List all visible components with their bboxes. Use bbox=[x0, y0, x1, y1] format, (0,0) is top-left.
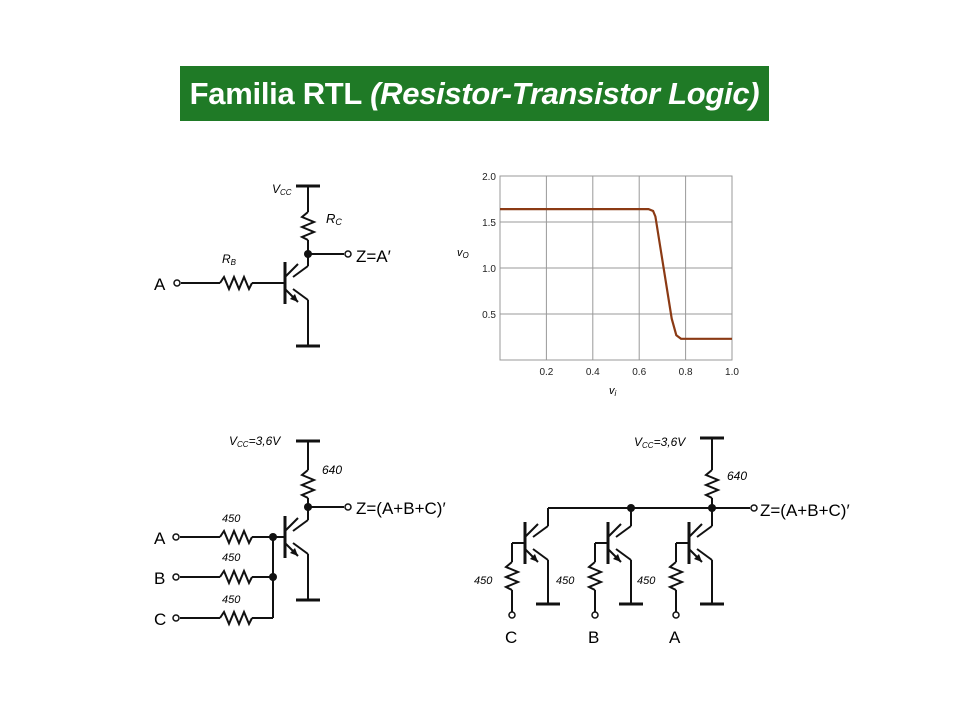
junction-dot bbox=[269, 573, 277, 581]
vcc-label: VCC=3,6V bbox=[229, 434, 281, 449]
input-label-a: A bbox=[154, 275, 166, 294]
rb-value-a: 450 bbox=[222, 513, 241, 525]
transfer-chart: 0.2 0.4 0.6 0.8 1.0 0.5 1.0 1.5 2.0 vO vi bbox=[457, 172, 739, 398]
transistor-a bbox=[687, 520, 704, 566]
input-label-c: C bbox=[154, 610, 166, 629]
y-tick-label: 1.5 bbox=[482, 218, 496, 229]
vcc-label: VCC bbox=[272, 182, 292, 197]
wire bbox=[532, 525, 549, 538]
wire bbox=[292, 265, 309, 278]
output-label: Z=A′ bbox=[356, 247, 391, 266]
x-tick-label: 0.2 bbox=[539, 367, 553, 378]
rc-value: 640 bbox=[727, 469, 747, 483]
base-resistor bbox=[219, 274, 253, 292]
vcc-label: VCC=3,6V bbox=[634, 435, 686, 450]
wire bbox=[696, 525, 713, 538]
junction-dot bbox=[708, 504, 716, 512]
rb-value-c: 450 bbox=[474, 575, 493, 587]
input-label-a: A bbox=[669, 628, 681, 647]
base-resistor-a bbox=[667, 561, 685, 591]
input-terminal bbox=[672, 611, 680, 619]
input-label-a: A bbox=[154, 529, 166, 548]
collector-resistor bbox=[299, 211, 317, 241]
transistor-c bbox=[523, 520, 540, 566]
transistor-nor-parallel bbox=[283, 514, 300, 560]
output-label: Z=(A+B+C)′ bbox=[356, 499, 446, 518]
wire bbox=[696, 548, 713, 561]
rb-value-b: 450 bbox=[222, 552, 241, 564]
collector-resistor bbox=[299, 469, 317, 499]
chart-grid bbox=[499, 175, 733, 361]
input-label-b: B bbox=[154, 569, 165, 588]
input-terminal bbox=[173, 279, 181, 287]
input-terminal bbox=[172, 533, 180, 541]
inverter-circuit bbox=[181, 184, 344, 348]
rb-value-c: 450 bbox=[222, 594, 241, 606]
x-tick-label: 0.6 bbox=[632, 367, 646, 378]
wire bbox=[292, 542, 309, 555]
y-tick-label: 0.5 bbox=[482, 310, 496, 321]
junction-dot bbox=[304, 503, 312, 511]
input-terminal bbox=[172, 614, 180, 622]
junction-dot bbox=[627, 504, 635, 512]
title-banner: Familia RTL (Resistor-Transistor Logic) bbox=[180, 66, 769, 121]
x-tick-label: 0.4 bbox=[586, 367, 600, 378]
output-terminal bbox=[344, 250, 352, 258]
title-subtitle: (Resistor-Transistor Logic) bbox=[370, 75, 760, 111]
wire bbox=[292, 288, 309, 301]
output-terminal bbox=[344, 503, 352, 511]
y-tick-label: 2.0 bbox=[482, 172, 496, 183]
wire bbox=[532, 548, 549, 561]
chart-ticks: 0.2 0.4 0.6 0.8 1.0 0.5 1.0 1.5 2.0 bbox=[482, 172, 739, 378]
output-label: Z=(A+B+C)′ bbox=[760, 501, 850, 520]
wire bbox=[292, 519, 309, 532]
base-resistor-c bbox=[219, 609, 253, 627]
nor-transistor-circuit bbox=[503, 436, 750, 612]
x-axis-label: vi bbox=[609, 385, 617, 398]
rb-value-b: 450 bbox=[556, 575, 575, 587]
nor-parallel-circuit bbox=[180, 439, 344, 627]
transfer-curve bbox=[500, 208, 732, 340]
rb-label: RB bbox=[222, 252, 237, 267]
junction-dot bbox=[304, 250, 312, 258]
transistor-inverter bbox=[283, 260, 300, 306]
input-label-c: C bbox=[505, 628, 517, 647]
base-resistor-b bbox=[586, 561, 604, 591]
rc-label: RC bbox=[326, 211, 342, 227]
input-terminal bbox=[508, 611, 516, 619]
y-tick-label: 1.0 bbox=[482, 264, 496, 275]
input-terminal bbox=[591, 611, 599, 619]
x-tick-label: 1.0 bbox=[725, 367, 739, 378]
wire bbox=[615, 525, 632, 538]
collector-resistor bbox=[703, 469, 721, 499]
output-terminal bbox=[750, 504, 758, 512]
title-main: Familia RTL bbox=[189, 75, 363, 111]
rc-value: 640 bbox=[322, 463, 342, 477]
base-resistor-c bbox=[503, 561, 521, 591]
base-resistor-a bbox=[219, 528, 253, 546]
junction-dot bbox=[269, 533, 277, 541]
rb-value-a: 450 bbox=[637, 575, 656, 587]
y-axis-label: vO bbox=[457, 247, 469, 260]
wire bbox=[615, 548, 632, 561]
input-label-b: B bbox=[588, 628, 599, 647]
transistor-b bbox=[606, 520, 623, 566]
x-tick-label: 0.8 bbox=[679, 367, 693, 378]
input-terminal bbox=[172, 573, 180, 581]
base-resistor-b bbox=[219, 568, 253, 586]
